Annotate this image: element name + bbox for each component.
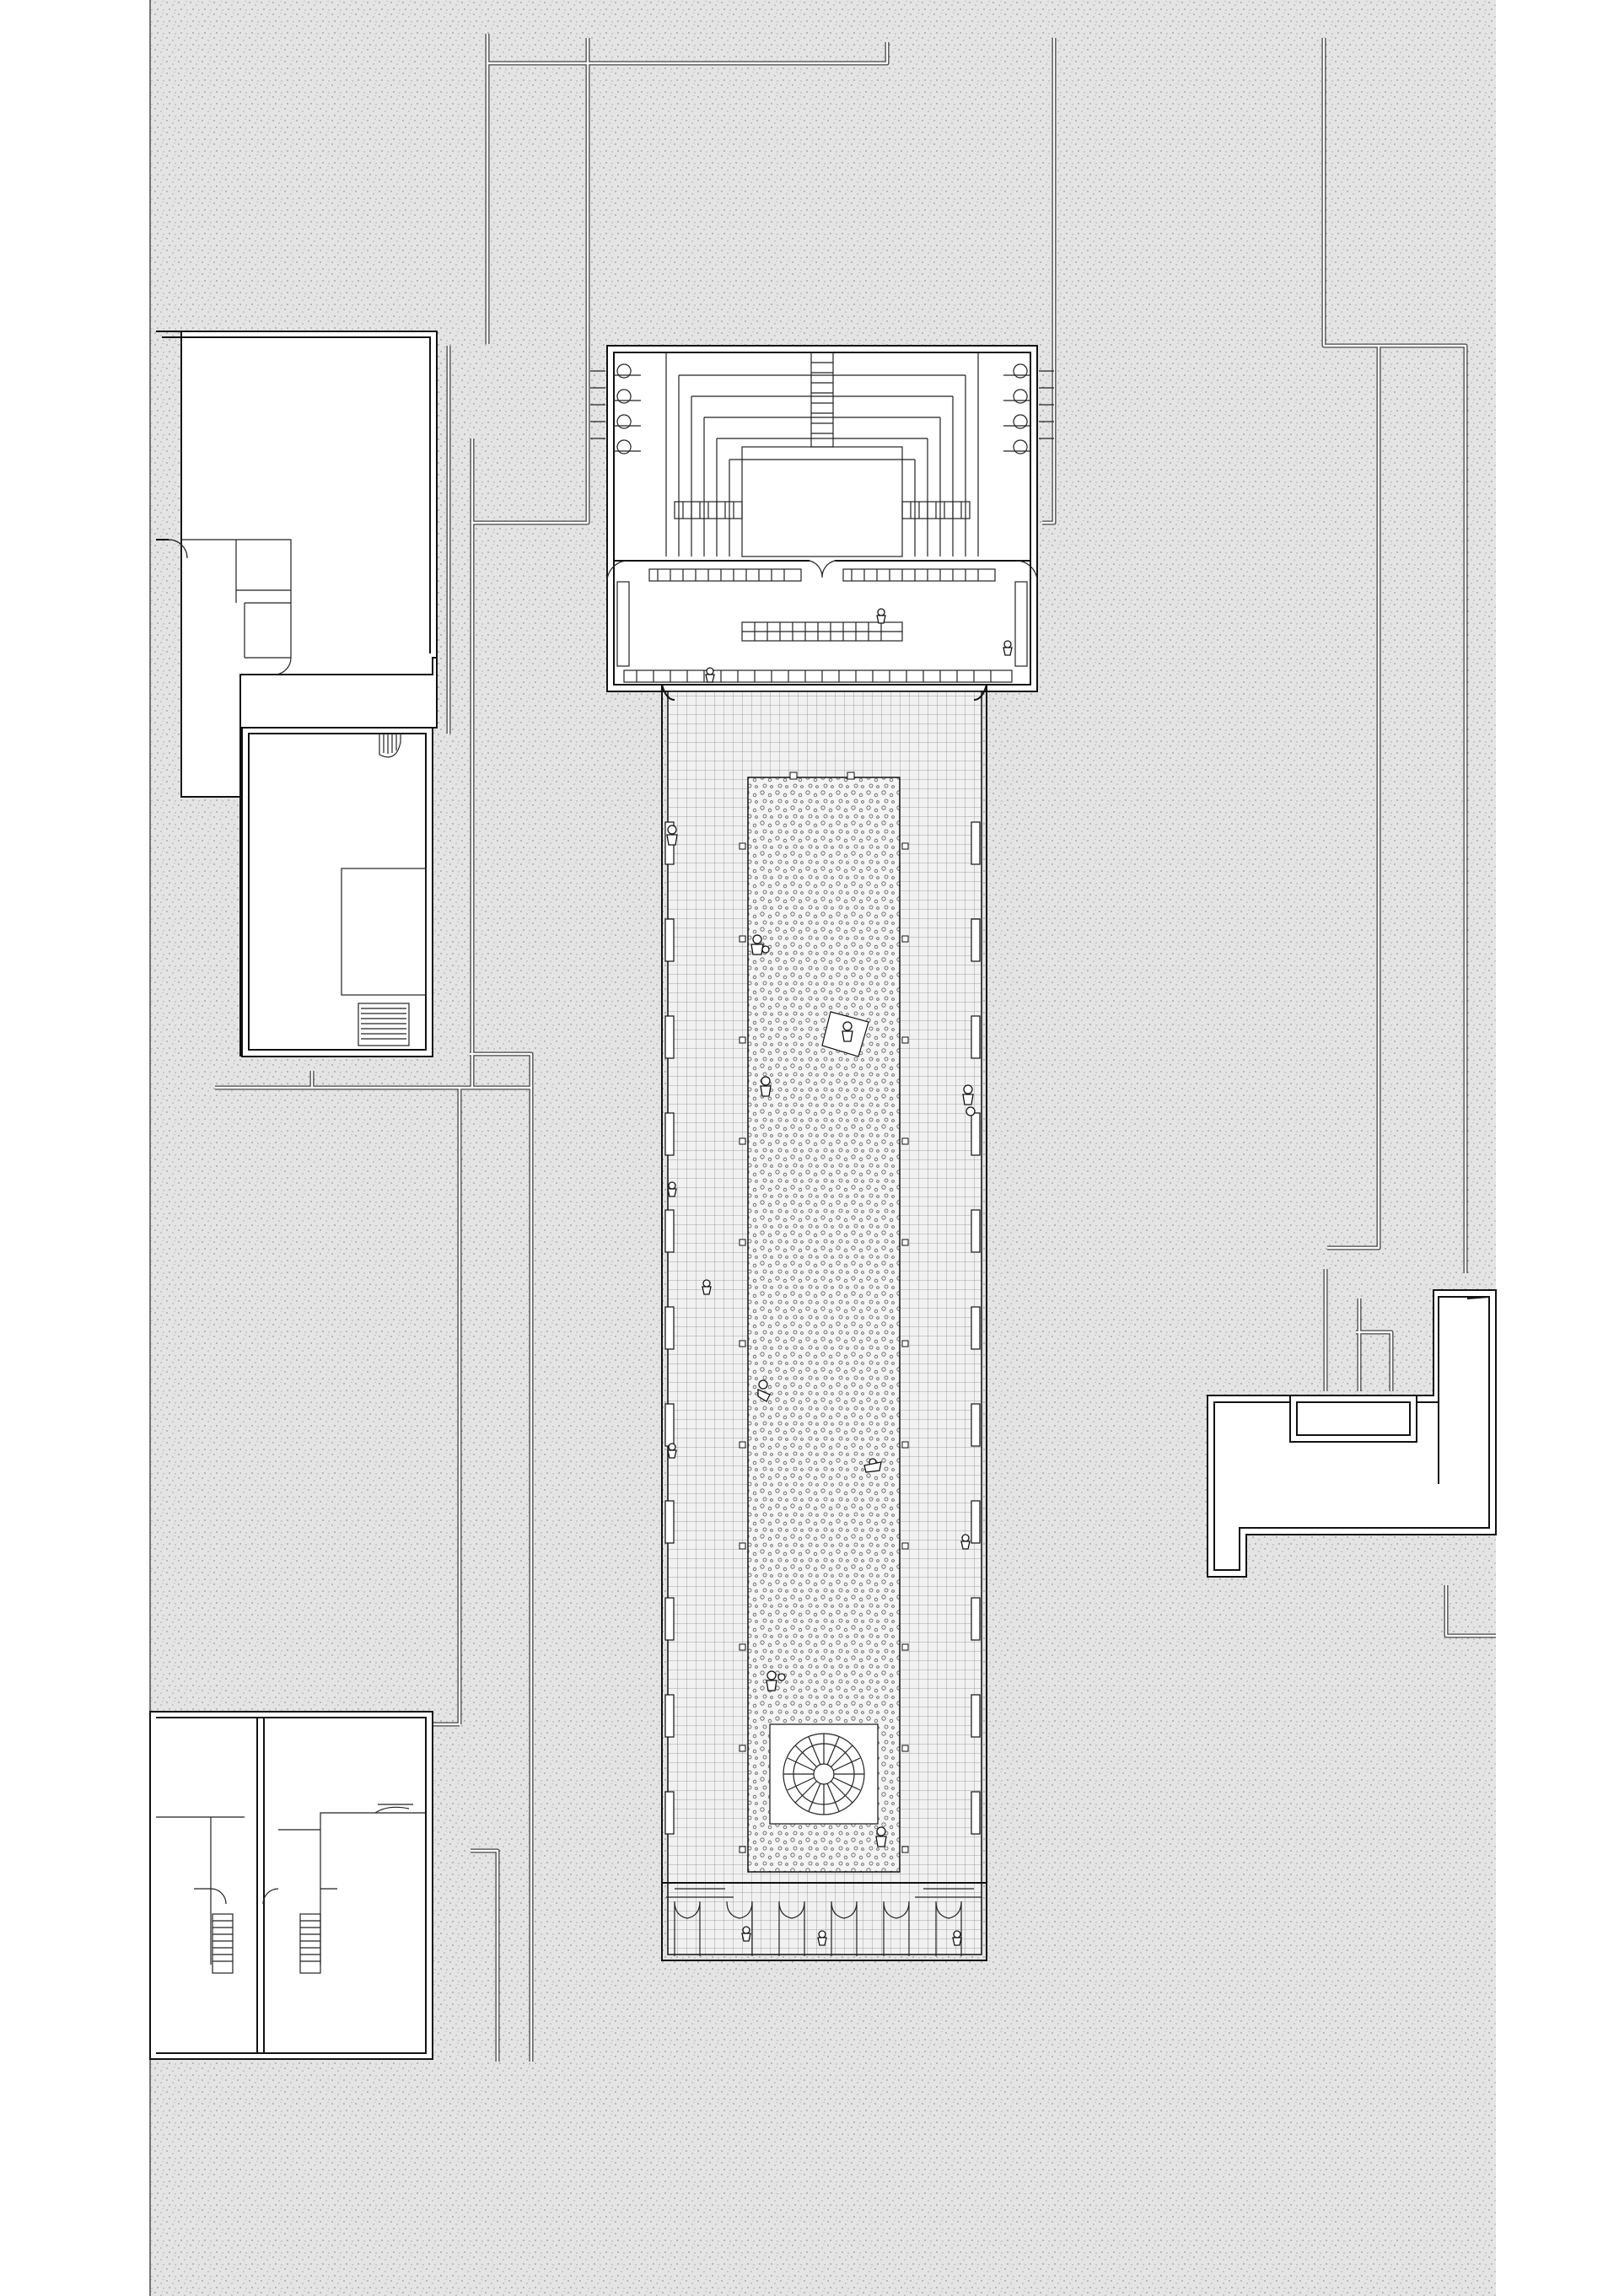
toilet-stall-icon (674, 1901, 962, 1956)
promenade (661, 684, 987, 1961)
building-left-upper (156, 331, 438, 1057)
spiral-stair-icon (783, 1733, 865, 1815)
person-figure-icon (666, 608, 1013, 1946)
column-posts (664, 821, 981, 1835)
toilet-stall-icon (614, 363, 1030, 454)
stair-icon (212, 1804, 413, 1974)
pavilion-head (590, 345, 1054, 692)
utility-pipe-network (215, 34, 1496, 2062)
building-right (1207, 1289, 1497, 1578)
stair-icon (358, 734, 410, 1046)
building-left-lower (149, 1711, 433, 2060)
